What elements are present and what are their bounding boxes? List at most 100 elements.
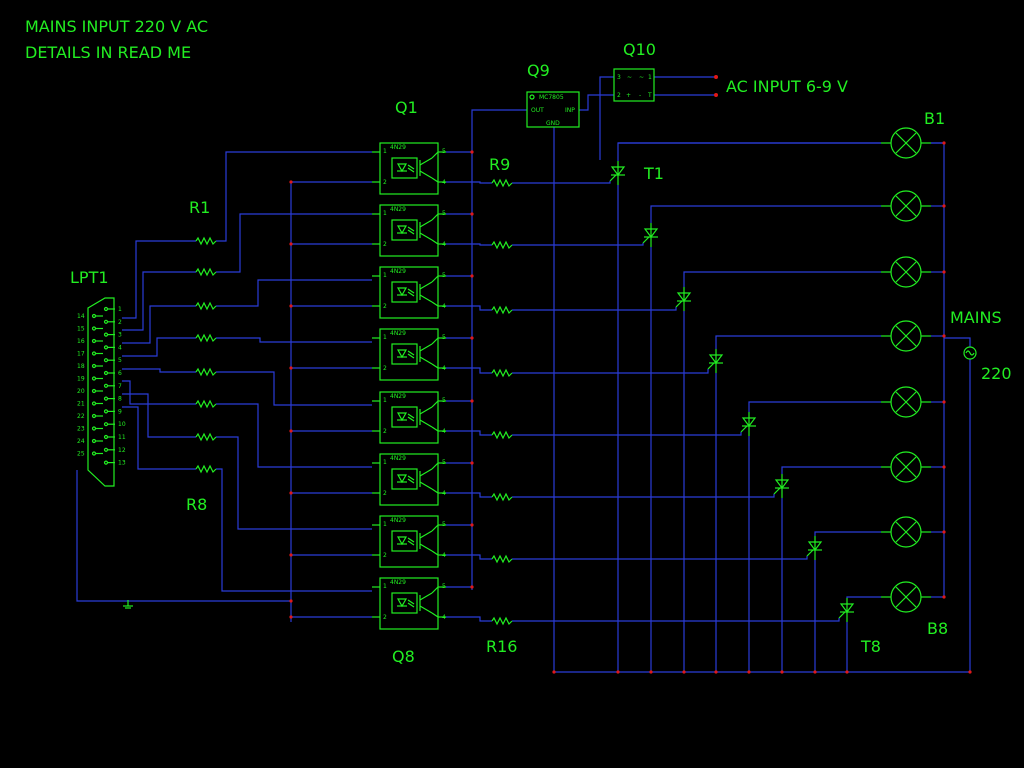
ac-input-terminal[interactable]: [714, 93, 718, 97]
mains-label: MAINS: [950, 308, 1002, 327]
note-details: DETAILS IN READ ME: [25, 43, 191, 62]
wire-mains-top: [944, 337, 971, 347]
resistor-r3[interactable]: [195, 301, 217, 311]
lpt-pin-left: 20: [77, 388, 85, 395]
resistor-r8[interactable]: [195, 464, 217, 474]
r16-label: R16: [486, 637, 517, 656]
triac-t5[interactable]: [740, 412, 757, 436]
resistor-r1[interactable]: [195, 236, 217, 246]
regulator-q9[interactable]: MC7805 OUT INP GND: [526, 91, 580, 128]
wire-r7-to-q7: [216, 436, 372, 530]
lpt1-connector[interactable]: 1415161718192021222324251234567891011121…: [77, 297, 126, 487]
junction-dot: [470, 274, 474, 278]
wire-r8-to-q8: [216, 468, 372, 592]
wire-bridge-minus: [599, 76, 614, 152]
lamp-b6[interactable]: [881, 451, 931, 483]
junction-dot: [470, 523, 474, 527]
q10-label: Q10: [623, 40, 656, 59]
lpt-pin-right: 12: [118, 447, 126, 454]
junction-dot: [942, 204, 946, 208]
resistor-r4[interactable]: [195, 333, 217, 343]
lpt-pin-right: 11: [118, 434, 126, 441]
lamp-b1[interactable]: [881, 127, 931, 159]
resistor-r2[interactable]: [195, 267, 217, 277]
junction-dot: [289, 242, 293, 246]
wire-lamp-bus: [931, 142, 945, 597]
bridge-pin-c: 1: [648, 74, 652, 81]
resistor-r12[interactable]: [491, 368, 513, 378]
triac-t4[interactable]: [707, 349, 724, 373]
ac-input-label: AC INPUT 6-9 V: [726, 77, 848, 96]
opto-pin-5: 5: [442, 521, 446, 528]
triac-t7[interactable]: [806, 536, 823, 560]
wire-lpt-to-r4: [122, 337, 196, 357]
lamp-b8[interactable]: [881, 581, 931, 613]
resistor-r7[interactable]: [195, 432, 217, 442]
bridge-rectifier-q10[interactable]: 3 2 1 T ~ ~ + -: [613, 68, 655, 102]
junction-dot: [289, 180, 293, 184]
r1-label: R1: [189, 198, 210, 217]
resistor-r9[interactable]: [491, 178, 513, 188]
bridge-pin-b: 2: [617, 92, 621, 99]
opto-pin-4: 4: [442, 490, 446, 497]
lamp-b3[interactable]: [881, 256, 931, 288]
wire-triac-mt2-5: [748, 401, 881, 412]
wire-triac-mt2-2: [650, 205, 881, 223]
lamp-b7[interactable]: [881, 516, 931, 548]
wire-gate-3: [512, 307, 677, 311]
lpt-pin-left: 15: [77, 326, 85, 333]
opto-part-number: 4N29: [390, 330, 406, 337]
resistor-r13[interactable]: [491, 430, 513, 440]
resistor-r11[interactable]: [491, 305, 513, 315]
resistor-r16[interactable]: [491, 616, 513, 626]
lamp-b2[interactable]: [881, 190, 931, 222]
bridge-plus: +: [626, 92, 631, 99]
resistor-r5[interactable]: [195, 367, 217, 377]
opto-pin-1: 1: [383, 210, 387, 217]
resistor-r10[interactable]: [491, 240, 513, 250]
resistor-r14[interactable]: [491, 492, 513, 502]
mains-ac-source[interactable]: [963, 346, 977, 360]
junction-dot: [289, 615, 293, 619]
regulator-inp-pin: INP: [565, 107, 575, 114]
lamp-b4[interactable]: [881, 320, 931, 352]
q1-label: Q1: [395, 98, 418, 117]
triac-t1[interactable]: [609, 161, 626, 185]
q8-label: Q8: [392, 647, 415, 666]
opto-pin-4: 4: [442, 241, 446, 248]
ac-input-terminal[interactable]: [714, 75, 718, 79]
junction-dot: [780, 670, 784, 674]
wire-triac-mt2-3: [683, 271, 881, 287]
opto-pin-4: 4: [442, 179, 446, 186]
triac-t8[interactable]: [838, 598, 855, 622]
regulator-part-number: MC7805: [539, 94, 564, 101]
wire-r3-to-q3: [216, 279, 372, 307]
triac-t3[interactable]: [675, 287, 692, 311]
opto-pin-2: 2: [383, 303, 387, 310]
triac-t2[interactable]: [642, 223, 659, 247]
junction-dot: [289, 553, 293, 557]
lpt-pin-right: 6: [118, 370, 122, 377]
note-mains-input: MAINS INPUT 220 V AC: [25, 17, 208, 36]
wire-5v-bus: [471, 109, 527, 590]
resistor-r6[interactable]: [195, 399, 217, 409]
resistor-r15[interactable]: [491, 554, 513, 564]
triac-t6[interactable]: [773, 474, 790, 498]
opto-pin-2: 2: [383, 428, 387, 435]
wire-gate-2: [512, 243, 644, 246]
wire-triac-mt2-8: [846, 596, 881, 598]
lamp-b5[interactable]: [881, 386, 931, 418]
junction-dot: [845, 670, 849, 674]
opto-part-number: 4N29: [390, 206, 406, 213]
opto-pin-1: 1: [383, 397, 387, 404]
lpt-pin-right: 2: [118, 319, 122, 326]
